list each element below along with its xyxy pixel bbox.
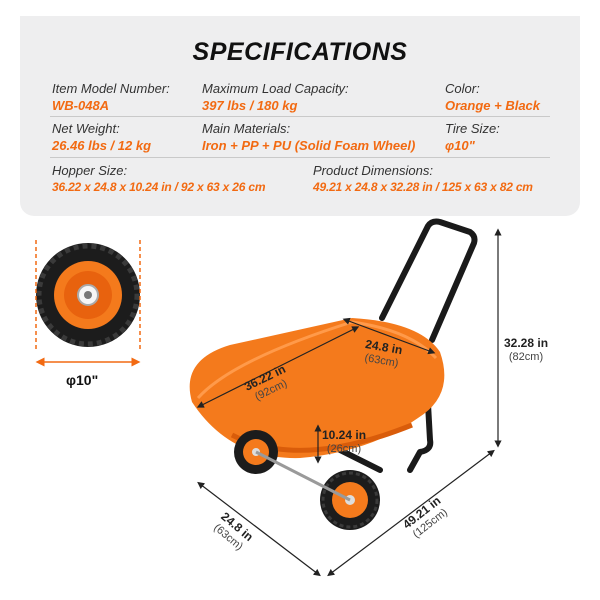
height-value: 32.28 in: [504, 336, 549, 350]
hopper-depth-metric: (26cm): [326, 443, 362, 455]
spec-color-label: Color:: [445, 81, 480, 96]
tire-detail: [36, 243, 140, 347]
spec-tire-size-label: Tire Size:: [445, 121, 500, 136]
spec-color: Color: Orange + Black: [445, 80, 540, 114]
spec-tire-size: Tire Size: φ10": [445, 120, 500, 154]
specifications-panel: SPECIFICATIONS Item Model Number: WB-048…: [20, 16, 580, 216]
spec-main-materials-value: Iron + PP + PU (Solid Foam Wheel): [202, 138, 416, 153]
height-label: 32.28 in (82cm): [504, 336, 548, 364]
spec-net-weight-label: Net Weight:: [52, 121, 120, 136]
spec-model-number: Item Model Number: WB-048A: [52, 80, 170, 114]
spec-divider: [50, 157, 550, 158]
spec-hopper-size-label: Hopper Size:: [52, 163, 128, 178]
height-metric: (82cm): [508, 351, 544, 363]
hopper-depth-label: 10.24 in (26cm): [322, 428, 366, 456]
hopper-width-line: [342, 317, 436, 355]
hopper-length-line: [196, 326, 360, 408]
hopper-body: [189, 318, 445, 459]
spec-product-dimensions-value: 49.21 x 24.8 x 32.28 in / 125 x 63 x 82 …: [313, 180, 533, 194]
specifications-title: SPECIFICATIONS: [192, 38, 408, 66]
spec-product-dimensions-label: Product Dimensions:: [313, 163, 433, 178]
spec-net-weight: Net Weight: 26.46 lbs / 12 kg: [52, 120, 151, 154]
spec-main-materials-label: Main Materials:: [202, 121, 291, 136]
spec-load-capacity-label: Maximum Load Capacity:: [202, 81, 349, 96]
spec-load-capacity: Maximum Load Capacity: 397 lbs / 180 kg: [202, 80, 349, 114]
spec-tire-size-value: φ10": [445, 138, 475, 153]
spec-main-materials: Main Materials: Iron + PP + PU (Solid Fo…: [202, 120, 415, 154]
spec-hopper-size-value: 36.22 x 24.8 x 10.24 in / 92 x 63 x 26 c…: [52, 180, 266, 194]
spec-net-weight-value: 26.46 lbs / 12 kg: [52, 138, 152, 153]
spec-load-capacity-value: 397 lbs / 180 kg: [202, 98, 298, 113]
spec-color-value: Orange + Black: [445, 98, 541, 113]
tire-diameter-marker: [35, 240, 141, 367]
spec-hopper-size: Hopper Size: 36.22 x 24.8 x 10.24 in / 9…: [52, 162, 266, 196]
overall-width-line: [197, 481, 321, 577]
spec-product-dimensions: Product Dimensions: 49.21 x 24.8 x 32.28…: [313, 162, 533, 196]
overall-length-line: [327, 449, 495, 577]
spec-model-number-label: Item Model Number:: [52, 81, 170, 96]
tire-diameter-label: φ10": [66, 372, 99, 388]
hopper-depth-value: 10.24 in: [322, 428, 367, 442]
spec-divider: [50, 116, 550, 117]
spec-model-number-value: WB-048A: [52, 98, 110, 113]
